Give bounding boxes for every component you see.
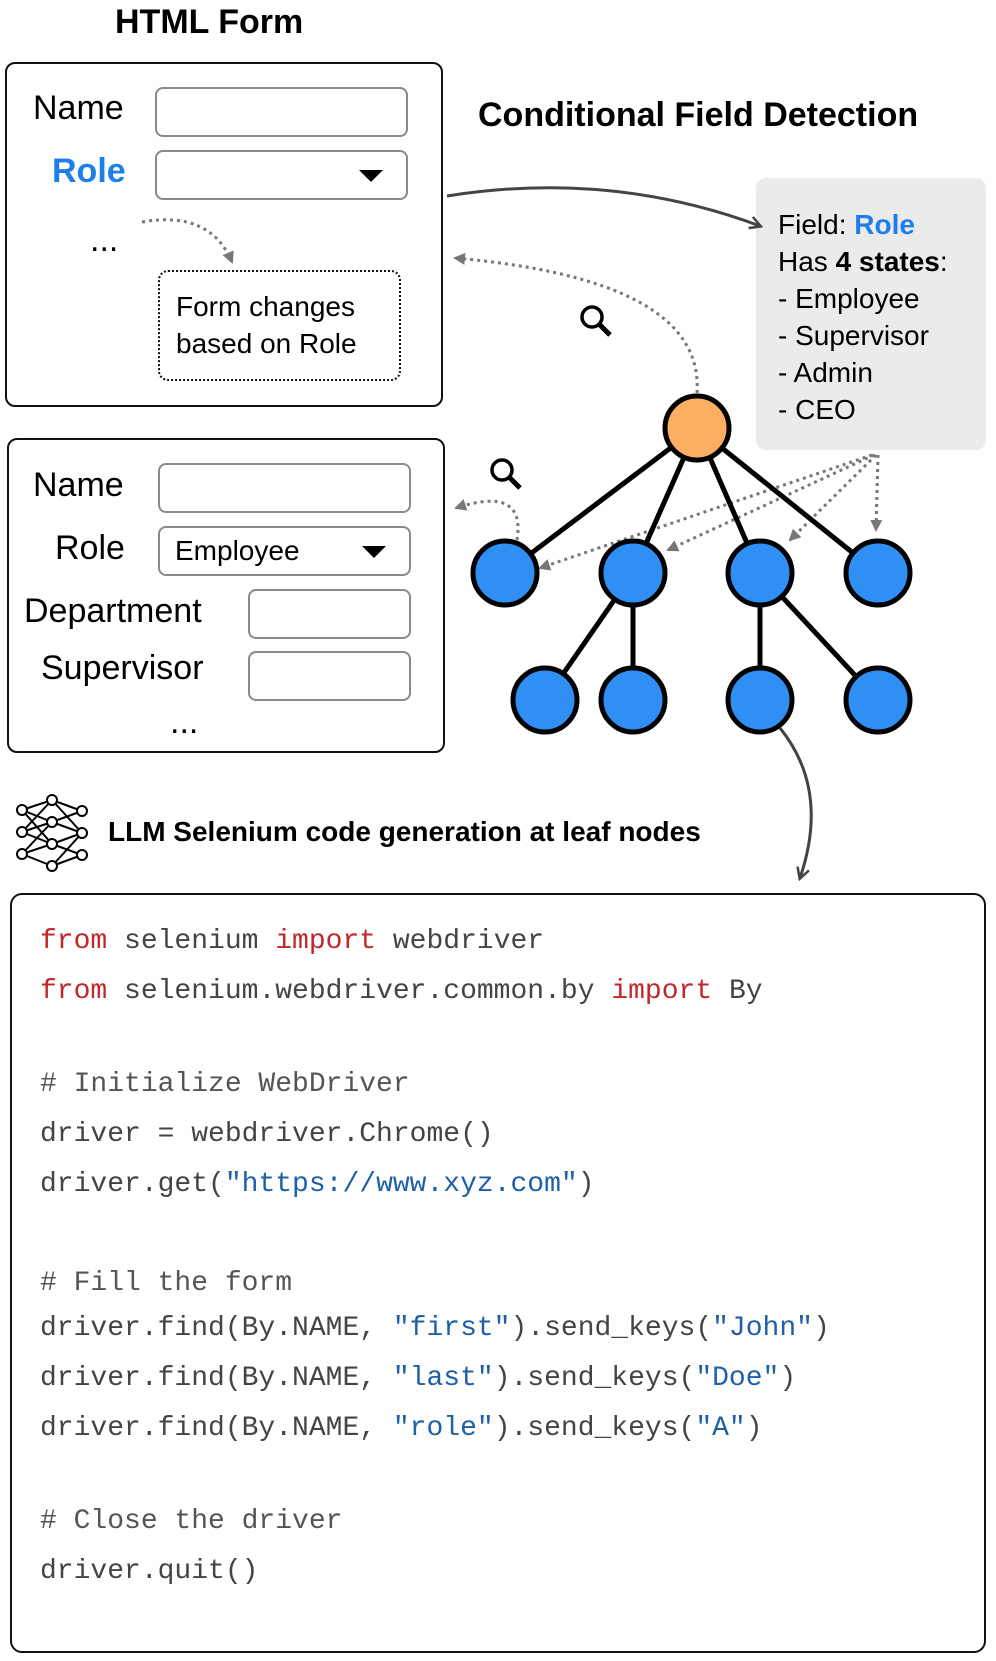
code-comment: # Fill the form xyxy=(40,1268,293,1299)
tree-child-node xyxy=(843,538,913,608)
code-text: ) xyxy=(577,1169,595,1200)
keyword: import xyxy=(275,926,377,957)
string-literal: "first" xyxy=(392,1313,511,1344)
string-literal: "Doe" xyxy=(695,1363,780,1394)
string-literal: "role" xyxy=(392,1413,494,1444)
supervisor-input[interactable] xyxy=(248,651,411,701)
form-title: HTML Form xyxy=(115,3,304,41)
arrow-state-supervisor xyxy=(666,453,875,552)
has-suffix: : xyxy=(939,246,948,277)
code-text: ) xyxy=(779,1363,797,1394)
role-label: Role xyxy=(55,529,125,567)
role-label: Role xyxy=(52,152,126,190)
code-text: webdriver xyxy=(376,926,545,957)
arrow-state-ceo xyxy=(870,454,883,532)
arrow-state-admin xyxy=(788,453,878,542)
code-text: driver.find(By.NAME, xyxy=(40,1413,393,1444)
code-block xyxy=(10,893,986,1653)
code-text: By xyxy=(712,976,763,1007)
state-item: - Supervisor xyxy=(778,320,929,351)
note-line-1: Form changes xyxy=(176,291,355,322)
tree-child-node xyxy=(598,538,668,608)
code-line-5: driver.get("https://www.xyz.com") xyxy=(40,1168,595,1202)
code-text: driver.find(By.NAME, xyxy=(40,1363,393,1394)
supervisor-label: Supervisor xyxy=(41,649,204,687)
keyword: from xyxy=(40,926,108,957)
arrow-leaf-to-code xyxy=(778,727,813,878)
keyword: from xyxy=(40,976,108,1007)
arrow-child-to-form xyxy=(454,499,520,541)
field-line: Field: Role xyxy=(778,206,915,243)
tree-leaf-node xyxy=(510,665,580,735)
code-comment: # Initialize WebDriver xyxy=(40,1069,410,1100)
code-line-11: driver.quit() xyxy=(40,1556,259,1587)
states-count-line: Has 4 states: xyxy=(778,243,948,280)
ellipsis: ... xyxy=(170,703,199,741)
tree-leaf-node xyxy=(598,665,668,735)
code-line-4: driver = webdriver.Chrome() xyxy=(40,1119,494,1150)
code-text: ).send_keys( xyxy=(493,1413,696,1444)
string-literal: "last" xyxy=(392,1363,494,1394)
code-text: driver.get( xyxy=(40,1169,225,1200)
code-text: selenium xyxy=(107,926,276,957)
tree-child-node xyxy=(470,538,540,608)
search-icon xyxy=(490,458,522,490)
state-item: - Admin xyxy=(778,357,873,388)
arrow-state-employee xyxy=(538,453,873,571)
has-prefix: Has xyxy=(778,246,836,277)
tree-edges xyxy=(503,426,880,702)
name-label: Name xyxy=(33,466,124,504)
detection-title: Conditional Field Detection xyxy=(478,96,919,134)
dropdown-caret-icon xyxy=(359,170,383,182)
neural-network-icon xyxy=(16,794,88,872)
state-item: - CEO xyxy=(778,394,856,425)
arrow-ellipsis-to-note xyxy=(141,218,234,264)
note-line-2: based on Role xyxy=(176,328,357,359)
search-icon xyxy=(580,305,612,337)
field-states-box xyxy=(756,178,986,450)
code-line-7: driver.find(By.NAME, "first").send_keys(… xyxy=(40,1312,830,1346)
code-text: ) xyxy=(745,1413,763,1444)
llm-caption: LLM Selenium code generation at leaf nod… xyxy=(108,816,701,847)
code-line-2: from selenium.webdriver.common.by import… xyxy=(40,975,763,1009)
tree-leaf-node xyxy=(843,665,913,735)
ellipsis: ... xyxy=(90,221,119,259)
role-select-value: Employee xyxy=(175,535,300,566)
arrow-form-to-states xyxy=(446,186,760,226)
code-line-9: driver.find(By.NAME, "role").send_keys("… xyxy=(40,1412,763,1446)
role-select[interactable]: Employee xyxy=(158,526,411,576)
string-literal: "https://www.xyz.com" xyxy=(224,1169,578,1200)
code-line-8: driver.find(By.NAME, "last").send_keys("… xyxy=(40,1362,796,1396)
field-prefix: Field: xyxy=(778,209,855,240)
string-literal: "John" xyxy=(712,1313,813,1344)
dropdown-caret-icon xyxy=(362,546,386,558)
role-select[interactable] xyxy=(155,150,408,200)
keyword: import xyxy=(611,976,713,1007)
name-label: Name xyxy=(33,89,124,127)
tree-root-node xyxy=(662,393,732,463)
code-text: ) xyxy=(812,1313,830,1344)
department-label: Department xyxy=(24,592,202,630)
code-line-1: from selenium import webdriver xyxy=(40,925,544,959)
name-input[interactable] xyxy=(158,463,411,513)
form-change-note xyxy=(158,270,401,381)
code-text: selenium.webdriver.common.by xyxy=(107,976,612,1007)
code-text: driver.find(By.NAME, xyxy=(40,1313,393,1344)
string-literal: "A" xyxy=(695,1413,746,1444)
code-text: ).send_keys( xyxy=(510,1313,713,1344)
field-name: Role xyxy=(854,209,915,240)
state-item: - Employee xyxy=(778,283,920,314)
name-input[interactable] xyxy=(155,87,408,137)
tree-child-node xyxy=(725,538,795,608)
code-text: ).send_keys( xyxy=(493,1363,696,1394)
department-input[interactable] xyxy=(248,589,411,639)
states-count: 4 states xyxy=(835,246,940,277)
tree-leaf-node xyxy=(725,665,795,735)
code-comment: # Close the driver xyxy=(40,1506,343,1537)
arrow-root-to-form xyxy=(453,252,699,394)
